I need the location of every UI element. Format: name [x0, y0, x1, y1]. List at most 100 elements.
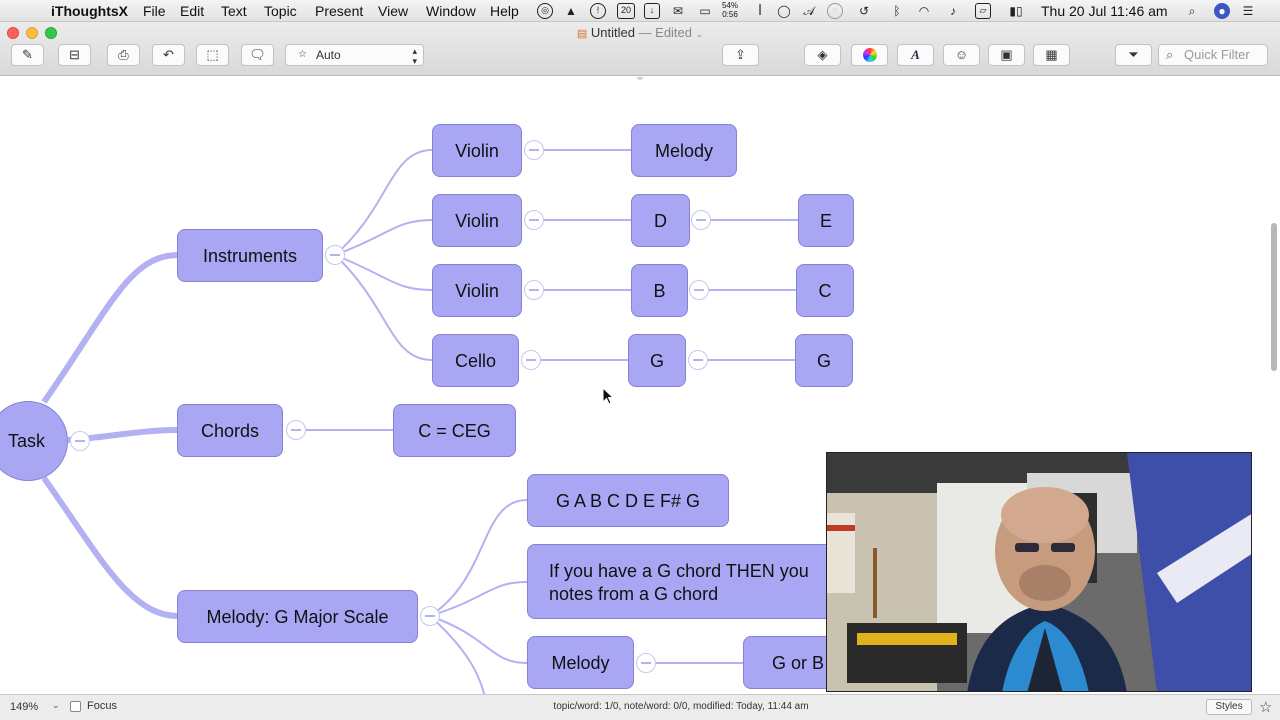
topic-chords[interactable]: Chords [177, 404, 283, 457]
topic-d[interactable]: D [631, 194, 690, 247]
topic-instruments[interactable]: Instruments [177, 229, 323, 282]
status-bar: 149% ⌄ Focus topic/word: 1/0, note/word:… [0, 694, 1280, 720]
zoom-level[interactable]: 149% [10, 701, 39, 713]
collapse-toggle-cello[interactable] [521, 350, 541, 370]
topic-violin-2[interactable]: Violin [432, 194, 522, 247]
filter-button[interactable]: ⏷ [1115, 44, 1152, 66]
sync-icon[interactable]: ◎ [537, 3, 553, 19]
topic-scale-notes[interactable]: G A B C D E F# G [527, 474, 729, 527]
topic-violin-1[interactable]: Violin [432, 124, 522, 177]
topic-e[interactable]: E [798, 194, 854, 247]
menu-text[interactable]: Text [221, 3, 247, 19]
split-handle[interactable] [637, 77, 643, 80]
bubble-icon[interactable]: ◯ [777, 4, 791, 18]
print-button[interactable]: ⎙ [107, 44, 140, 66]
spotlight-search-icon[interactable]: ⌕ [1188, 4, 1196, 18]
emoji-button[interactable]: ☺ [943, 44, 980, 66]
branch-root-melody [41, 476, 179, 619]
volume-icon[interactable]: ♪ [950, 4, 956, 18]
topic-cello[interactable]: Cello [432, 334, 519, 387]
calendar-icon[interactable]: 20 [617, 3, 635, 19]
disabled-icon[interactable]: ◌ [827, 3, 843, 19]
collapse-toggle-chords[interactable] [286, 420, 306, 440]
quick-filter-input[interactable]: ⌕ Quick Filter [1158, 44, 1268, 66]
menu-window[interactable]: Window [426, 3, 476, 19]
collapse-toggle-root[interactable] [70, 431, 90, 451]
title-chevron-icon[interactable]: ⌄ [695, 29, 704, 39]
menu-edit[interactable]: Edit [180, 3, 205, 19]
script-icon[interactable]: 𝒜 [803, 4, 815, 18]
notification-center-icon[interactable]: ☰ [1242, 4, 1254, 18]
menu-bar: iThoughtsX File Edit Text Topic Present … [0, 0, 1280, 22]
boundary-button[interactable]: ⬚ [196, 44, 229, 66]
battery-status-icon[interactable]: ▭ [699, 4, 711, 18]
window-toolbar: ▤ Untitled — Edited ⌄ ✎ ⊟ ⎙ ↶ ⬚ 🗨 ☆ Auto… [0, 22, 1280, 76]
download-icon[interactable]: ↓ [644, 3, 660, 19]
collapse-toggle-b[interactable] [689, 280, 709, 300]
topic-c-ceg[interactable]: C = CEG [393, 404, 516, 457]
collapse-toggle-d[interactable] [691, 210, 711, 230]
time-machine-icon[interactable]: ↺ [858, 4, 870, 18]
share-button[interactable]: ⇪ [722, 44, 759, 66]
collapse-toggle-g-1[interactable] [688, 350, 708, 370]
style-button[interactable]: ◈ [804, 44, 841, 66]
topic-b[interactable]: B [631, 264, 688, 317]
info-icon[interactable]: ! [590, 3, 606, 19]
favorite-star-icon[interactable]: ☆ [1259, 699, 1273, 716]
collapse-toggle-instruments[interactable] [325, 245, 345, 265]
new-subtopic-button[interactable]: ⊟ [58, 44, 91, 66]
vertical-scrollbar[interactable] [1271, 223, 1277, 371]
drive-icon[interactable]: ▲ [565, 4, 577, 18]
menu-file[interactable]: File [143, 3, 166, 19]
topic-g-1[interactable]: G [628, 334, 686, 387]
bluetooth-icon[interactable]: ᛒ [893, 4, 901, 18]
branch-melody-scale [429, 499, 528, 617]
collapse-toggle-melody-scale[interactable] [420, 606, 440, 626]
topic-g-2[interactable]: G [795, 334, 853, 387]
voice-icon[interactable]: ꟾ [758, 4, 762, 18]
user-avatar-icon[interactable]: ● [1214, 3, 1230, 19]
clock[interactable]: Thu 20 Jul 11:46 am [1041, 3, 1168, 19]
collapse-toggle-violin-1[interactable] [524, 140, 544, 160]
topic-melody-2[interactable]: Melody [527, 636, 634, 689]
topic-if-g-chord[interactable]: If you have a G chord THEN you notes fro… [527, 544, 847, 619]
close-window-button[interactable] [7, 27, 19, 39]
branch-melody-if [429, 581, 528, 617]
collapse-toggle-melody-2[interactable] [636, 653, 656, 673]
quick-filter-placeholder: Quick Filter [1184, 47, 1250, 62]
relationship-button[interactable]: ↶ [152, 44, 185, 66]
menu-topic[interactable]: Topic [264, 3, 297, 19]
callout-button[interactable]: 🗨 [241, 44, 274, 66]
focus-checkbox[interactable] [70, 701, 81, 712]
topic-melody[interactable]: Melody [631, 124, 737, 177]
new-topic-button[interactable]: ✎ [11, 44, 44, 66]
branch-melody-down [429, 615, 486, 694]
styles-button[interactable]: Styles [1206, 699, 1252, 715]
app-menu[interactable]: iThoughtsX [51, 3, 128, 19]
menu-view[interactable]: View [378, 3, 409, 19]
airplay-icon[interactable]: ▱ [975, 3, 991, 19]
branch-instruments-cello [334, 254, 433, 361]
branch-instruments-violin1 [334, 149, 433, 256]
minimize-window-button[interactable] [26, 27, 38, 39]
topic-violin-3[interactable]: Violin [432, 264, 522, 317]
zoom-chevron-icon[interactable]: ⌄ [52, 700, 60, 710]
root-topic-task[interactable]: Task [0, 401, 68, 481]
mail-icon[interactable]: ✉ [672, 4, 684, 18]
menu-help[interactable]: Help [490, 3, 519, 19]
collapse-toggle-violin-3[interactable] [524, 280, 544, 300]
battery-icon[interactable]: ▮▯ [1009, 4, 1023, 18]
zoom-window-button[interactable] [45, 27, 57, 39]
color-button[interactable] [851, 44, 888, 66]
topic-c[interactable]: C [796, 264, 854, 317]
layout-select[interactable]: ☆ Auto ▴▾ [285, 44, 424, 66]
search-icon: ⌕ [1166, 47, 1174, 62]
wifi-icon[interactable]: ◠ [918, 4, 930, 18]
branch-root-instruments [41, 252, 179, 404]
topic-melody-g-major-scale[interactable]: Melody: G Major Scale [177, 590, 418, 643]
collapse-toggle-violin-2[interactable] [524, 210, 544, 230]
image-button[interactable]: ▣ [988, 44, 1025, 66]
table-button[interactable]: ▦ [1033, 44, 1070, 66]
font-button[interactable]: A [897, 44, 934, 66]
menu-present[interactable]: Present [315, 3, 364, 19]
